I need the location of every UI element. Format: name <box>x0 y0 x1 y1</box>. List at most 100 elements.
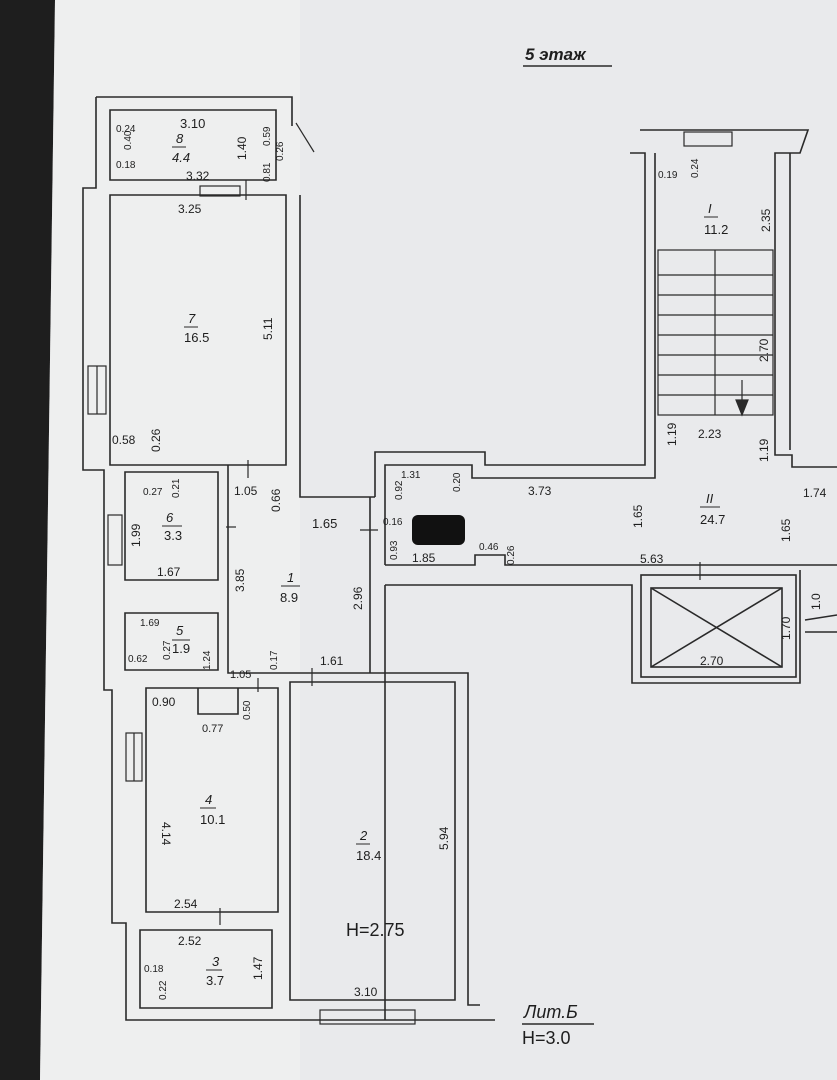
dim: 1.69 <box>140 618 160 629</box>
dim: 3.73 <box>528 484 552 498</box>
dim: 0.22 <box>158 980 169 1000</box>
dim: 1.85 <box>412 551 436 565</box>
room-3-walls <box>139 929 273 1009</box>
room-label-I: I 11.2 <box>704 201 728 237</box>
dim: 3.85 <box>233 568 247 592</box>
dim: 0.62 <box>128 654 148 665</box>
svg-text:6: 6 <box>166 510 174 525</box>
svg-text:3.7: 3.7 <box>206 973 224 988</box>
dim: 2.54 <box>174 897 198 911</box>
dim: 0.93 <box>389 540 400 560</box>
paper-shade <box>40 0 300 1080</box>
dim: 1.19 <box>757 438 771 462</box>
svg-text:I: I <box>708 201 712 216</box>
hall-top <box>374 152 646 497</box>
dim: 0.92 <box>394 480 405 500</box>
room-7-walls <box>109 194 287 466</box>
outer-wall-left <box>82 96 495 1021</box>
room-label-4: 4 10.1 <box>200 792 225 827</box>
ceiling-height: Н=2.75 <box>346 920 405 940</box>
door-ticks <box>219 122 701 925</box>
elevator-shaft <box>640 574 797 678</box>
dim: 0.26 <box>506 545 517 565</box>
dim: 2.70 <box>757 338 771 362</box>
room-label-II: II 24.7 <box>700 491 725 527</box>
hall-bottom-2 <box>384 570 801 1020</box>
outer-wall-left-inner <box>109 109 277 181</box>
walls <box>82 96 837 1021</box>
svg-text:1: 1 <box>287 570 294 585</box>
dim: 1.65 <box>631 504 645 528</box>
hall-bottom <box>385 554 837 566</box>
room-6-walls <box>124 471 219 581</box>
svg-text:16.5: 16.5 <box>184 330 209 345</box>
dim: 0.90 <box>152 695 176 709</box>
elevator-cabin <box>650 587 783 668</box>
dim: 0.58 <box>112 433 136 447</box>
svg-text:7: 7 <box>188 311 196 326</box>
dim: 1.0 <box>809 593 823 610</box>
svg-text:3.3: 3.3 <box>164 528 182 543</box>
wall-right-7 <box>299 195 375 498</box>
total-height: Н=3.0 <box>522 1028 571 1048</box>
dim: 1.40 <box>235 136 249 160</box>
svg-text:II: II <box>706 491 714 506</box>
dim: 0.27 <box>143 487 163 498</box>
dim: 5.11 <box>261 317 275 340</box>
dim: 0.18 <box>116 160 136 171</box>
room-label-7: 7 16.5 <box>184 311 209 345</box>
room-label-3: 3 3.7 <box>206 954 224 988</box>
svg-text:24.7: 24.7 <box>700 512 725 527</box>
dim: 0.18 <box>144 964 164 975</box>
svg-text:18.4: 18.4 <box>356 848 381 863</box>
room-4-walls <box>145 687 279 913</box>
dimension-labels: 3.10 0.24 0.40 0.18 1.40 0.59 0.26 0.81 … <box>112 116 827 1000</box>
dim: 2.35 <box>759 208 773 232</box>
floor-title: 5 этаж <box>525 45 587 64</box>
dim: 1.05 <box>234 484 258 498</box>
lit-label: Лит.Б <box>523 1002 578 1022</box>
svg-text:8: 8 <box>176 131 184 146</box>
corridor-wall <box>227 465 280 674</box>
dim: 0.81 <box>262 162 273 182</box>
svg-text:4.4: 4.4 <box>172 150 190 165</box>
dim: 1.31 <box>401 470 421 481</box>
dim: 0.26 <box>149 428 163 452</box>
stair-walls <box>640 129 837 468</box>
dim: 2.70 <box>700 654 724 668</box>
room-4-notch <box>197 688 239 715</box>
room-2-outer <box>280 672 480 1006</box>
dim: 1.61 <box>320 654 344 668</box>
dim: 0.24 <box>690 158 701 178</box>
dim: 3.10 <box>354 985 378 999</box>
dim: 3.32 <box>186 169 210 183</box>
dim: 1.65 <box>312 516 337 531</box>
room-2-walls <box>289 681 456 1001</box>
redaction-mark <box>412 515 465 545</box>
dim: 0.40 <box>123 130 134 150</box>
dim: 2.52 <box>178 934 202 948</box>
room-labels: 8 4.4 7 16.5 6 3.3 5 1.9 1 8.9 4 10.1 <box>162 131 728 988</box>
svg-text:10.1: 10.1 <box>200 812 225 827</box>
stair-arrow-icon <box>735 399 749 417</box>
dim: 2.96 <box>351 586 365 610</box>
dim: 1.65 <box>779 518 793 542</box>
stair-steps <box>657 249 774 417</box>
svg-text:2: 2 <box>359 828 368 843</box>
dim: 0.20 <box>452 472 463 492</box>
windows <box>87 131 733 1025</box>
dim: 5.94 <box>437 826 451 850</box>
right-edge <box>804 614 837 633</box>
svg-text:4: 4 <box>205 792 212 807</box>
dim: 0.21 <box>171 478 182 498</box>
svg-text:1.9: 1.9 <box>172 641 190 656</box>
dim: 1.67 <box>157 565 181 579</box>
dim: 1.99 <box>129 523 143 547</box>
hall-top-inner <box>384 153 656 565</box>
dim: 0.59 <box>262 126 273 146</box>
dim: 0.66 <box>269 488 283 512</box>
dim: 1.19 <box>665 422 679 446</box>
room-5-walls <box>124 612 219 671</box>
dim: 3.25 <box>178 202 202 216</box>
